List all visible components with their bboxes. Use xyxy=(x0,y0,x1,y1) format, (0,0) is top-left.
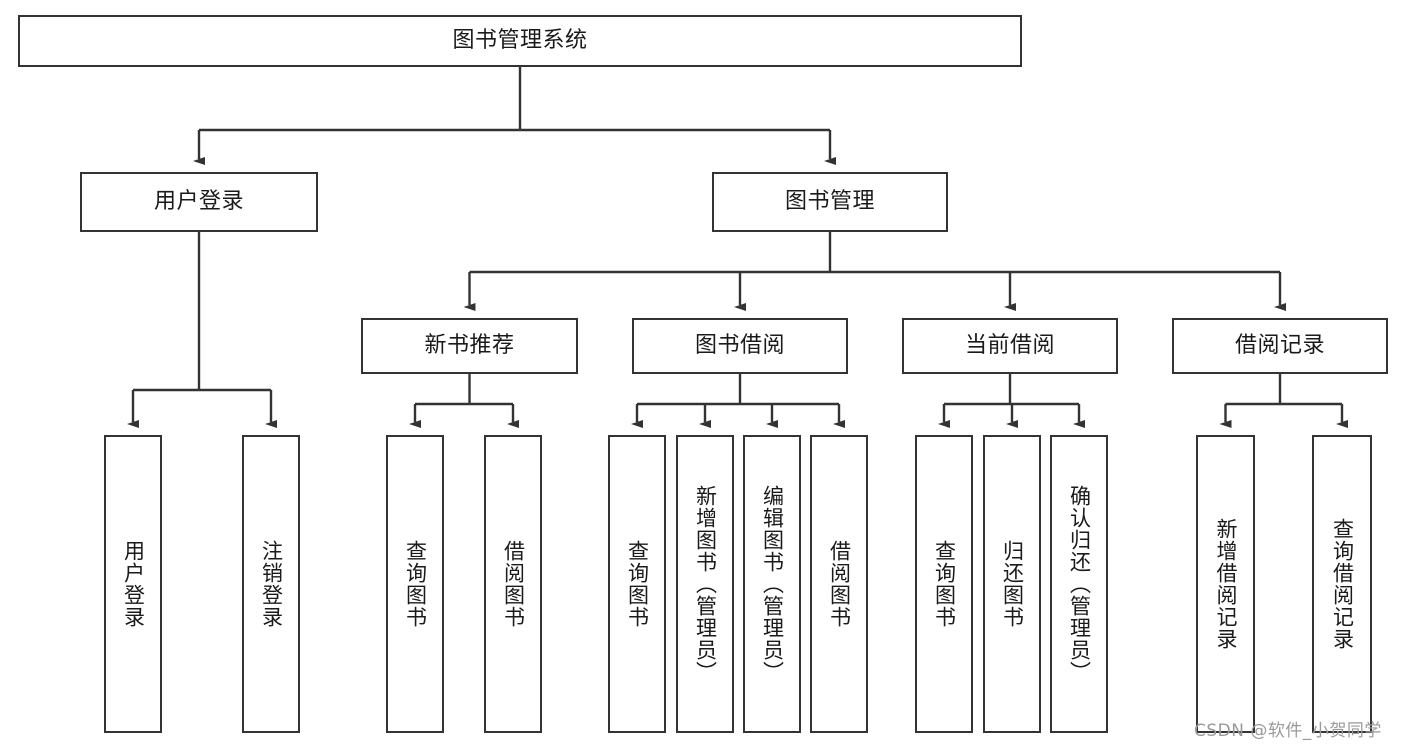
node-user-login-label: 用户登录 xyxy=(153,188,244,214)
node-leaf-query-book-3-label: 查询图书 xyxy=(932,540,957,628)
node-leaf-add-book-label: 新增图书（管理员） xyxy=(693,485,718,683)
node-leaf-query-book-2[interactable]: 查询图书 xyxy=(608,435,666,733)
node-leaf-query-record-label: 查询借阅记录 xyxy=(1330,518,1355,650)
node-current-borrow-label: 当前借阅 xyxy=(964,332,1055,358)
node-leaf-query-record[interactable]: 查询借阅记录 xyxy=(1312,435,1372,733)
node-leaf-query-book-3[interactable]: 查询图书 xyxy=(915,435,973,733)
node-leaf-user-logout-label: 注销登录 xyxy=(259,540,284,628)
node-book-borrow-label: 图书借阅 xyxy=(694,332,785,358)
node-leaf-edit-book[interactable]: 编辑图书（管理员） xyxy=(743,435,801,733)
node-leaf-user-logout[interactable]: 注销登录 xyxy=(242,435,300,733)
node-leaf-borrow-book-1[interactable]: 借阅图书 xyxy=(484,435,542,733)
node-leaf-add-record[interactable]: 新增借阅记录 xyxy=(1196,435,1255,733)
node-leaf-borrow-book-2-label: 借阅图书 xyxy=(827,540,852,628)
node-leaf-user-login-label: 用户登录 xyxy=(121,540,146,628)
node-leaf-confirm-return[interactable]: 确认归还（管理员） xyxy=(1050,435,1108,733)
node-leaf-add-record-label: 新增借阅记录 xyxy=(1213,518,1238,650)
node-book-borrow[interactable]: 图书借阅 xyxy=(632,318,848,374)
node-leaf-borrow-book-1-label: 借阅图书 xyxy=(501,540,526,628)
node-new-book-recommend[interactable]: 新书推荐 xyxy=(361,318,578,374)
node-leaf-return-book[interactable]: 归还图书 xyxy=(983,435,1041,733)
node-leaf-query-book-2-label: 查询图书 xyxy=(625,540,650,628)
node-root-label: 图书管理系统 xyxy=(452,27,588,53)
node-leaf-borrow-book-2[interactable]: 借阅图书 xyxy=(810,435,868,733)
node-root[interactable]: 图书管理系统 xyxy=(18,15,1022,67)
node-leaf-query-book-1[interactable]: 查询图书 xyxy=(386,435,444,733)
node-leaf-edit-book-label: 编辑图书（管理员） xyxy=(760,485,785,683)
node-borrow-record-label: 借阅记录 xyxy=(1234,332,1325,358)
node-book-manage-label: 图书管理 xyxy=(784,188,875,214)
node-borrow-record[interactable]: 借阅记录 xyxy=(1172,318,1388,374)
node-leaf-add-book[interactable]: 新增图书（管理员） xyxy=(676,435,734,733)
node-leaf-user-login[interactable]: 用户登录 xyxy=(104,435,162,733)
node-new-book-recommend-label: 新书推荐 xyxy=(424,332,515,358)
node-user-login[interactable]: 用户登录 xyxy=(80,172,318,232)
node-leaf-query-book-1-label: 查询图书 xyxy=(403,540,428,628)
watermark: CSDN @软件_小贺同学 xyxy=(1194,721,1382,741)
node-leaf-confirm-return-label: 确认归还（管理员） xyxy=(1067,485,1092,683)
node-current-borrow[interactable]: 当前借阅 xyxy=(902,318,1118,374)
node-book-manage[interactable]: 图书管理 xyxy=(712,172,948,232)
node-leaf-return-book-label: 归还图书 xyxy=(1000,540,1025,628)
